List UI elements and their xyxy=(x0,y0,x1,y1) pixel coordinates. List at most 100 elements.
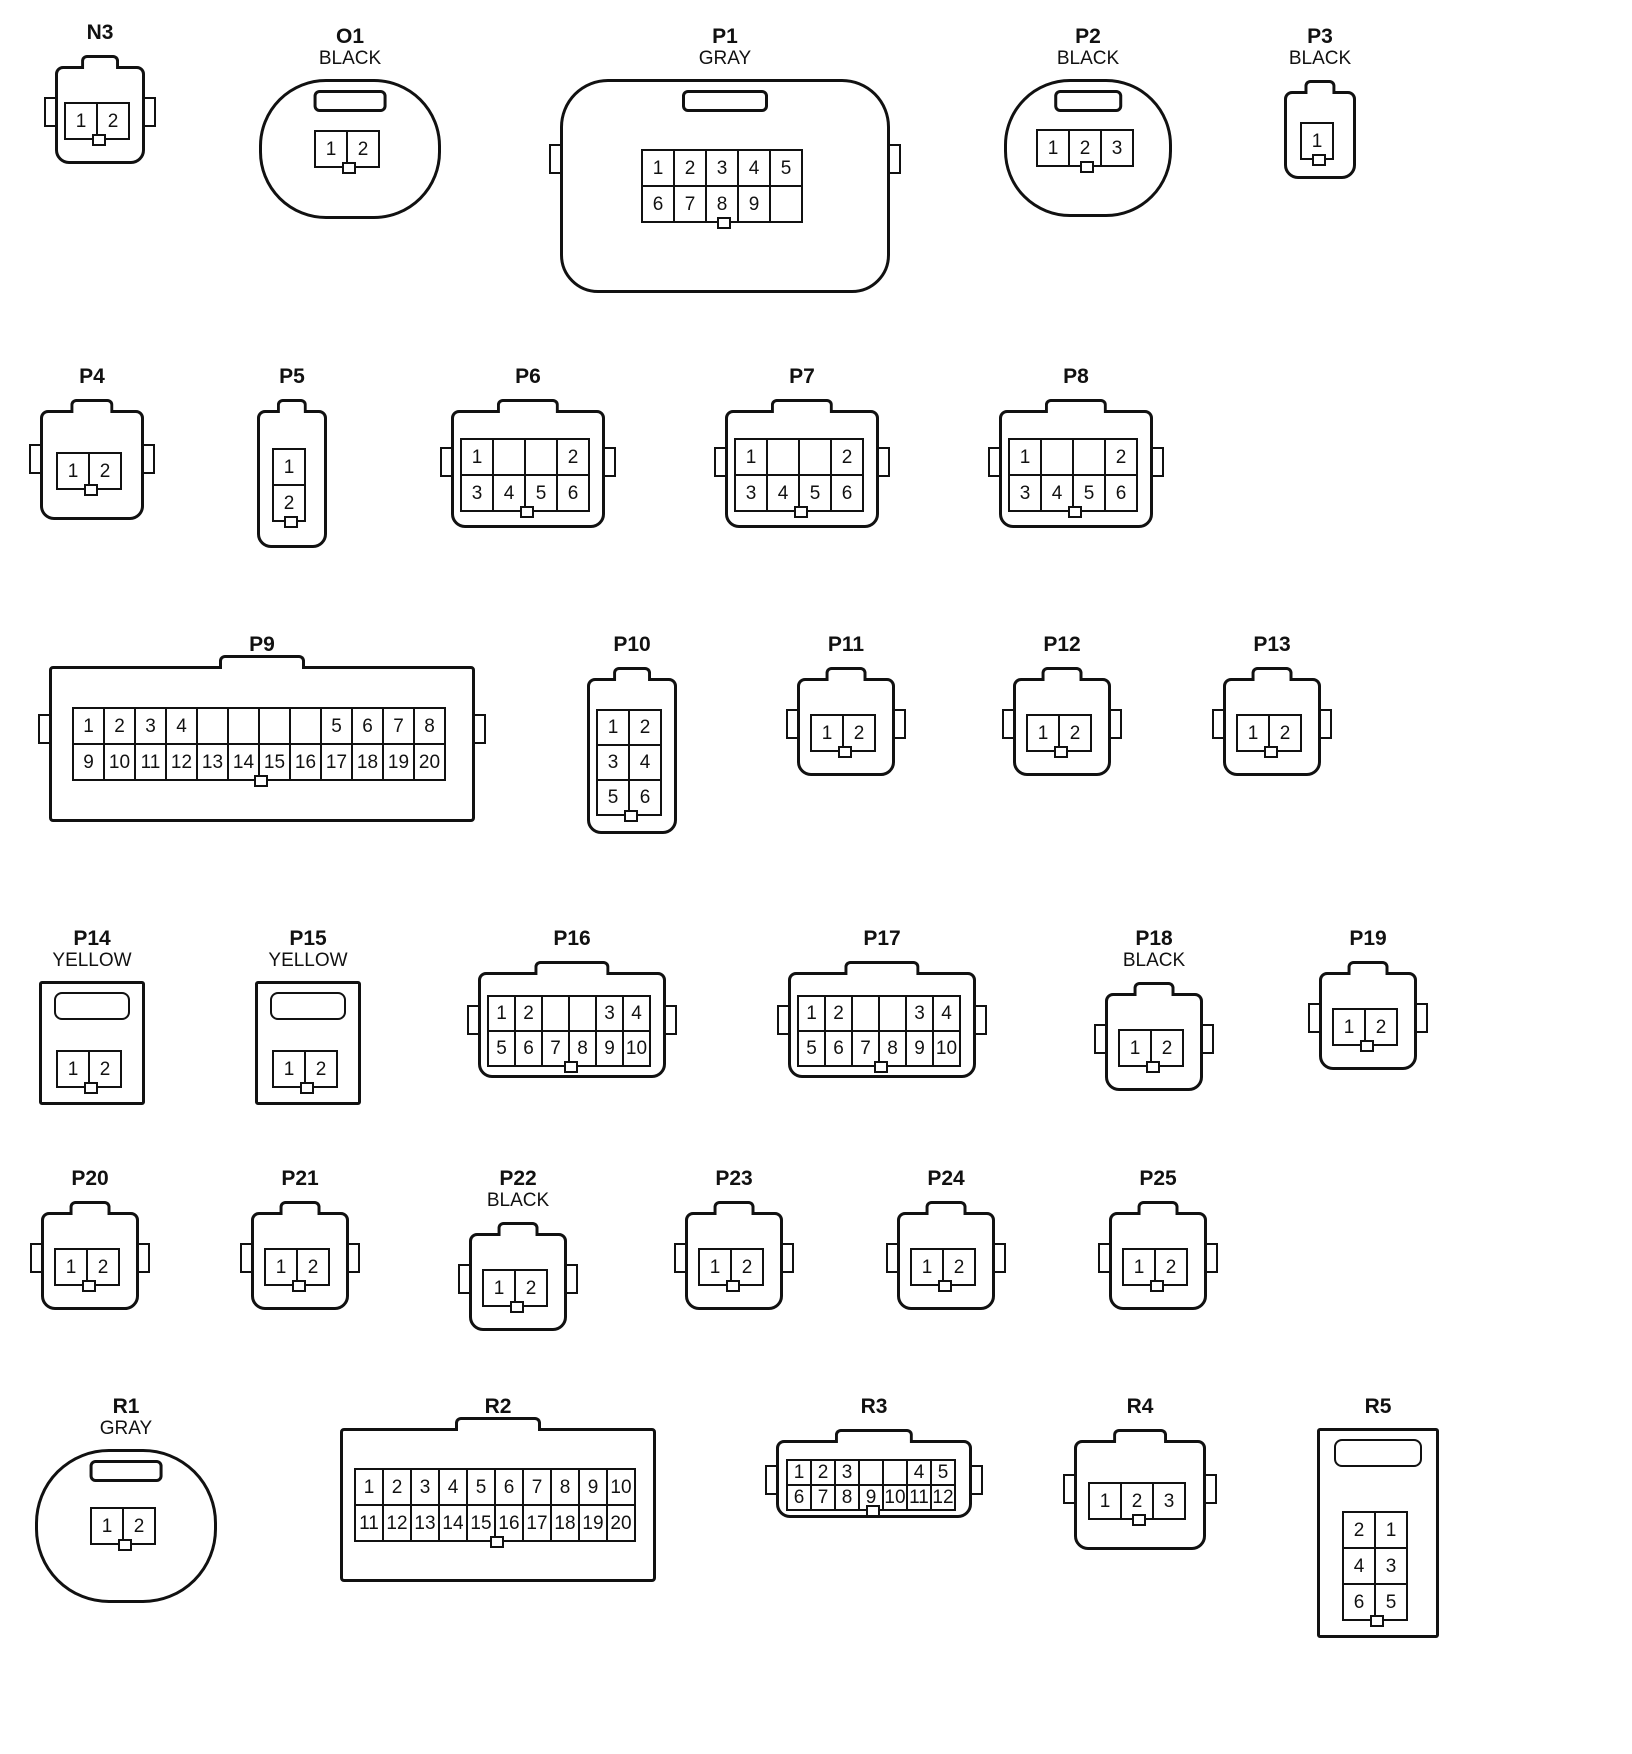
pin-cavity: 1 xyxy=(1010,440,1040,474)
pin-cavity: 8 xyxy=(570,1032,595,1065)
side-latch xyxy=(44,97,57,127)
pin-cavity: 1 xyxy=(58,454,88,488)
pin-cavity: 2 xyxy=(1156,1250,1186,1284)
lock-tab xyxy=(81,55,119,69)
inner-latch xyxy=(270,992,346,1020)
lock-tab xyxy=(844,961,920,975)
side-latch xyxy=(1151,447,1164,477)
side-latch xyxy=(473,714,486,744)
lock-tab xyxy=(89,1460,163,1482)
connector-color: YELLOW xyxy=(268,950,348,971)
connector-color: GRAY xyxy=(698,48,752,69)
side-latch xyxy=(467,1005,480,1035)
pin-cavity: 6 xyxy=(1106,476,1136,510)
key-mark xyxy=(284,516,298,528)
key-mark xyxy=(490,1536,504,1548)
pin-cavity: 1 xyxy=(484,1271,514,1305)
lock-tab xyxy=(69,1201,111,1215)
key-mark xyxy=(82,1280,96,1292)
pin-cavity: 1 xyxy=(643,151,673,185)
connector-id: P1 xyxy=(712,25,738,48)
connector-id: P9 xyxy=(249,633,275,656)
pin-cavity: 3 xyxy=(736,476,766,510)
pin-cavity: 3 xyxy=(1102,131,1132,165)
connector-id: P5 xyxy=(279,365,305,388)
pin-cavity: 9 xyxy=(739,187,769,221)
side-latch xyxy=(988,447,1001,477)
pin-cavity: 1 xyxy=(700,1250,730,1284)
pin-cavity: 6 xyxy=(1344,1585,1374,1619)
pin-cavity: 4 xyxy=(768,476,798,510)
pin-cavity: 2 xyxy=(298,1250,328,1284)
pin-cavity-blank xyxy=(1074,440,1104,474)
pin-cavity: 3 xyxy=(707,151,737,185)
connector-color: GRAY xyxy=(99,1418,153,1439)
lock-tab xyxy=(1251,667,1293,681)
connector-color: BLACK xyxy=(1122,950,1186,971)
pin-cavity: 18 xyxy=(353,745,382,779)
pin-cavity: 4 xyxy=(908,1461,930,1484)
pin-cavity: 10 xyxy=(608,1470,634,1504)
pin-cavity: 2 xyxy=(98,104,128,138)
pin-cavity-blank xyxy=(570,997,595,1030)
lock-tab xyxy=(825,667,867,681)
connector-id: P11 xyxy=(827,633,865,656)
connector-id: R3 xyxy=(860,1395,888,1418)
pin-cavity: 2 xyxy=(812,1461,834,1484)
key-mark xyxy=(866,1505,880,1517)
lock-tab xyxy=(1113,1429,1167,1443)
pin-cavity-blank xyxy=(771,187,801,221)
pin-cavity: 8 xyxy=(415,709,444,743)
key-mark xyxy=(938,1280,952,1292)
side-latch xyxy=(1094,1024,1107,1054)
side-latch xyxy=(142,444,155,474)
pin-cavity: 15 xyxy=(468,1506,494,1540)
key-mark xyxy=(118,1539,132,1551)
pin-cavity: 2 xyxy=(274,486,304,520)
pin-cavity: 20 xyxy=(415,745,444,779)
pin-cavity: 2 xyxy=(732,1250,762,1284)
pin-cavity: 1 xyxy=(316,132,346,166)
pin-cavity: 1 xyxy=(462,440,492,474)
key-mark xyxy=(1150,1280,1164,1292)
lock-tab xyxy=(534,961,610,975)
pin-cavity: 15 xyxy=(260,745,289,779)
side-latch xyxy=(1063,1474,1076,1504)
lock-tab xyxy=(834,1429,914,1443)
connector-id: P6 xyxy=(515,365,541,388)
lock-tab xyxy=(313,90,387,112)
pin-cavity: 1 xyxy=(1334,1010,1364,1044)
pin-cavity: 6 xyxy=(496,1470,522,1504)
connector-id: P19 xyxy=(1349,927,1387,950)
pin-cavity: 10 xyxy=(884,1486,906,1509)
pin-cavity: 6 xyxy=(826,1032,851,1065)
